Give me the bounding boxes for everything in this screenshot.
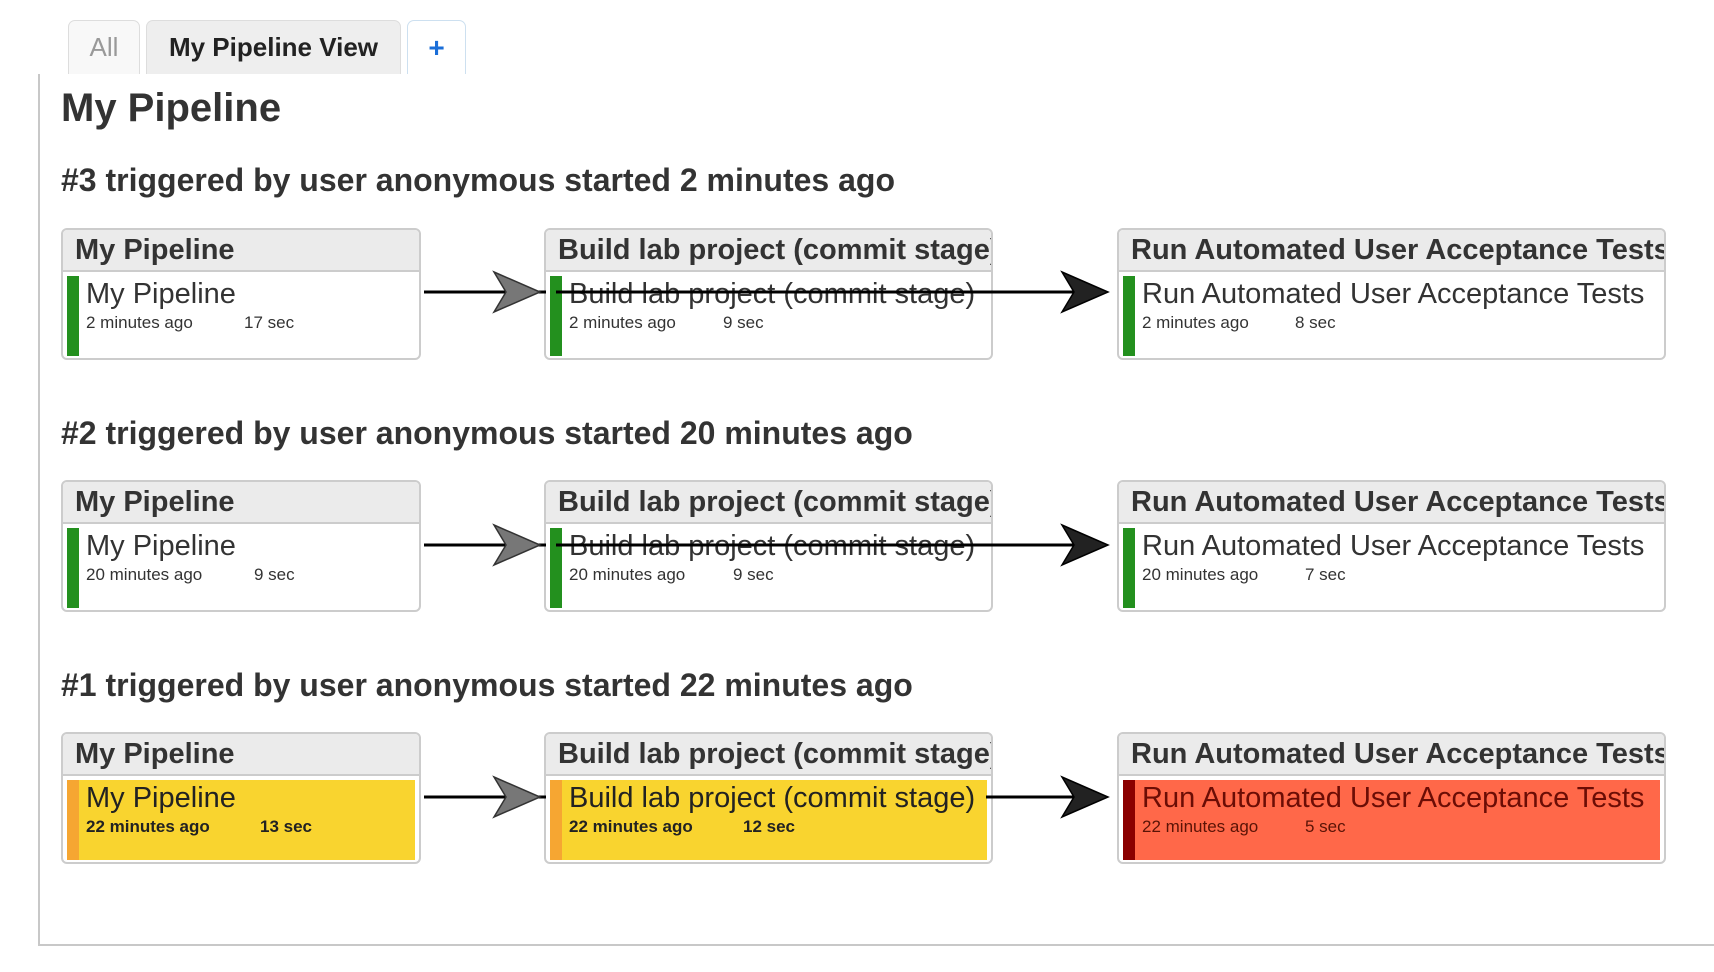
task-name-link[interactable]: My Pipeline <box>86 278 236 310</box>
task-duration: 8 sec <box>1295 313 1336 332</box>
stage-card: Build lab project (commit stage) Build l… <box>544 732 993 864</box>
stage-header: Build lab project (commit stage) <box>546 734 991 776</box>
task-name-link[interactable]: My Pipeline <box>86 782 236 814</box>
status-indicator <box>1123 276 1135 356</box>
stage-card: Run Automated User Acceptance Tests Run … <box>1117 480 1666 612</box>
task-time: 20 minutes ago <box>1142 565 1259 584</box>
stage-card: My Pipeline My Pipeline 20 minutes ago 9… <box>61 480 421 612</box>
add-view-button[interactable]: + <box>407 20 466 74</box>
stage-card: My Pipeline My Pipeline 2 minutes ago 17… <box>61 228 421 360</box>
task-name-link[interactable]: My Pipeline <box>86 530 236 562</box>
arrow-right-icon <box>986 775 1110 819</box>
stage-header: Run Automated User Acceptance Tests <box>1119 230 1664 272</box>
task-duration: 17 sec <box>244 313 295 332</box>
stage-header: Build lab project (commit stage) <box>546 482 991 524</box>
stage-header: My Pipeline <box>63 230 419 272</box>
task-name-link[interactable]: Build lab project (commit stage) <box>569 530 976 562</box>
stage-header: My Pipeline <box>63 482 419 524</box>
task-time: 20 minutes ago <box>569 565 686 584</box>
task-name-link[interactable]: Build lab project (commit stage) <box>569 782 976 814</box>
task-box[interactable]: Build lab project (commit stage) 20 minu… <box>550 528 987 608</box>
task-time: 22 minutes ago <box>86 817 210 836</box>
task-time: 22 minutes ago <box>1142 817 1259 836</box>
tab-all[interactable]: All <box>68 20 140 74</box>
task-duration: 9 sec <box>254 565 295 584</box>
stage-header: Build lab project (commit stage) <box>546 230 991 272</box>
task-duration: 9 sec <box>723 313 764 332</box>
task-time: 2 minutes ago <box>569 313 676 332</box>
task-box[interactable]: My Pipeline 20 minutes ago 9 sec <box>67 528 415 608</box>
tab-my-pipeline-view[interactable]: My Pipeline View <box>146 20 401 74</box>
task-box[interactable]: Run Automated User Acceptance Tests 20 m… <box>1123 528 1660 608</box>
view-frame-bottom-border <box>38 944 1714 946</box>
stage-card: My Pipeline My Pipeline 22 minutes ago 1… <box>61 732 421 864</box>
run-title-1: #1 triggered by user anonymous started 2… <box>61 667 913 703</box>
stage-card: Build lab project (commit stage) Build l… <box>544 228 993 360</box>
task-duration: 5 sec <box>1305 817 1346 836</box>
status-indicator <box>67 528 79 608</box>
arrow-right-icon <box>424 270 546 314</box>
task-time: 20 minutes ago <box>86 565 203 584</box>
task-name-link[interactable]: Run Automated User Acceptance Tests <box>1142 782 1645 814</box>
task-duration: 13 sec <box>260 817 312 836</box>
task-box[interactable]: My Pipeline 2 minutes ago 17 sec <box>67 276 415 356</box>
task-name-link[interactable]: Run Automated User Acceptance Tests <box>1142 278 1645 310</box>
task-time: 2 minutes ago <box>1142 313 1249 332</box>
task-box[interactable]: Build lab project (commit stage) 2 minut… <box>550 276 987 356</box>
status-indicator <box>67 276 79 356</box>
stage-card: Run Automated User Acceptance Tests Run … <box>1117 228 1666 360</box>
stage-card: Build lab project (commit stage) Build l… <box>544 480 993 612</box>
run-title-2: #2 triggered by user anonymous started 2… <box>61 415 913 451</box>
status-indicator <box>1123 780 1135 860</box>
status-indicator <box>67 780 79 860</box>
task-box[interactable]: Run Automated User Acceptance Tests 22 m… <box>1123 780 1660 860</box>
task-duration: 12 sec <box>743 817 795 836</box>
task-time: 22 minutes ago <box>569 817 693 836</box>
page-title: My Pipeline <box>61 86 282 130</box>
task-time: 2 minutes ago <box>86 313 193 332</box>
status-indicator <box>550 528 562 608</box>
task-duration: 9 sec <box>733 565 774 584</box>
stage-header: Run Automated User Acceptance Tests <box>1119 734 1664 776</box>
status-indicator <box>550 276 562 356</box>
arrow-right-icon <box>424 523 546 567</box>
task-duration: 7 sec <box>1305 565 1346 584</box>
task-name-link[interactable]: Build lab project (commit stage) <box>569 278 976 310</box>
task-box[interactable]: Run Automated User Acceptance Tests 2 mi… <box>1123 276 1660 356</box>
view-frame-left-border <box>38 74 40 946</box>
task-name-link[interactable]: Run Automated User Acceptance Tests <box>1142 530 1645 562</box>
task-box[interactable]: My Pipeline 22 minutes ago 13 sec <box>67 780 415 860</box>
stage-header: My Pipeline <box>63 734 419 776</box>
run-title-3: #3 triggered by user anonymous started 2… <box>61 162 895 198</box>
status-indicator <box>1123 528 1135 608</box>
stage-card: Run Automated User Acceptance Tests Run … <box>1117 732 1666 864</box>
task-box[interactable]: Build lab project (commit stage) 22 minu… <box>550 780 987 860</box>
status-indicator <box>550 780 562 860</box>
arrow-right-icon <box>424 775 546 819</box>
stage-header: Run Automated User Acceptance Tests <box>1119 482 1664 524</box>
